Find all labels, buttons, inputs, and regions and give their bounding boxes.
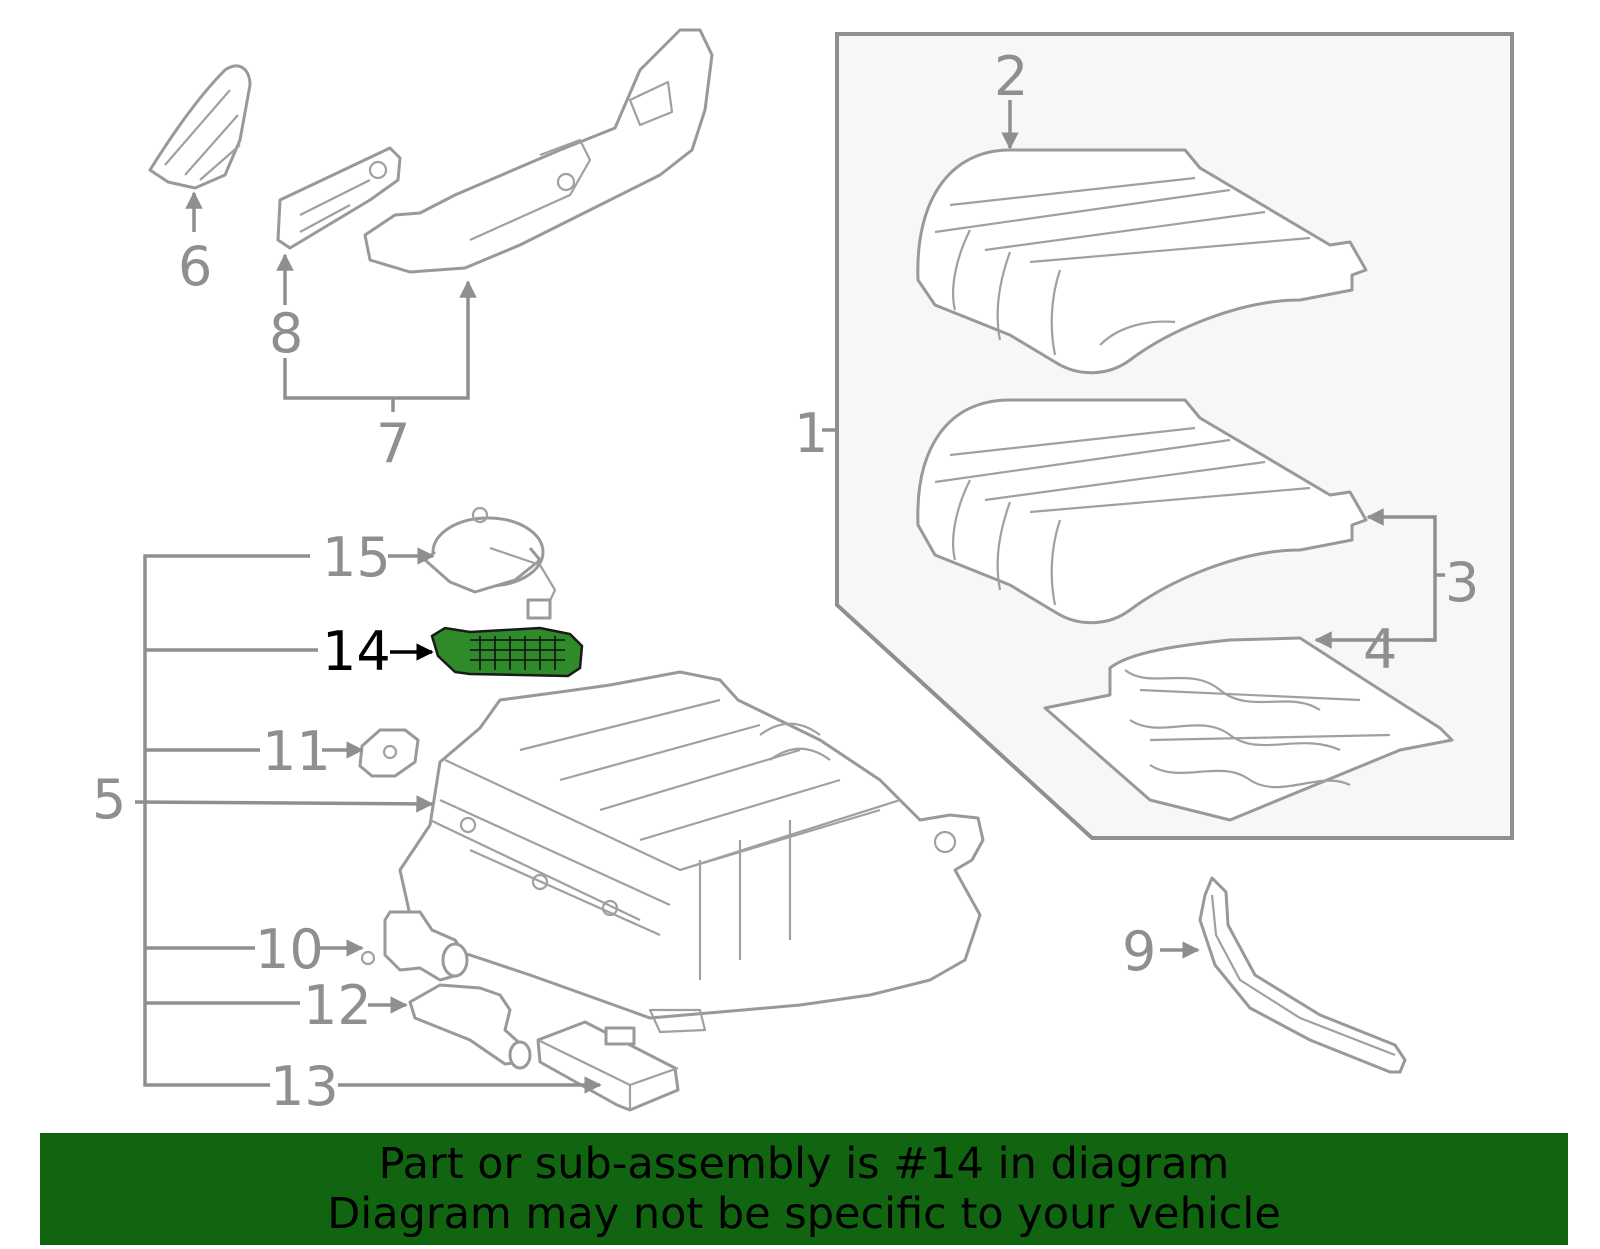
banner-line-1: Part or sub-assembly is #14 in diagram [378, 1139, 1230, 1189]
motor-part-10 [360, 910, 469, 982]
side-shield-part [363, 28, 714, 274]
callout-9: 9 [1122, 920, 1156, 983]
seat-heater-part [1043, 636, 1454, 822]
trim-strip-part [1198, 876, 1407, 1074]
callout-1: 1 [794, 402, 828, 465]
callout-14: 14 [322, 620, 391, 683]
callout-6: 6 [178, 235, 212, 298]
callout-15: 15 [322, 526, 391, 589]
callout-labels: 1 2 3 4 5 6 7 8 9 10 11 12 13 14 15 [92, 45, 1479, 1118]
motor-part-15 [423, 506, 557, 620]
callout-5: 5 [92, 768, 126, 831]
callout-7: 7 [376, 412, 410, 475]
leader-lines [134, 100, 1445, 1094]
callout-10: 10 [255, 918, 324, 981]
callout-8: 8 [269, 302, 303, 365]
cushion-pad-part [916, 398, 1368, 625]
seat-cover-part [916, 148, 1368, 375]
callout-11: 11 [262, 720, 331, 783]
info-banner: Part or sub-assembly is #14 in diagram D… [40, 1133, 1568, 1245]
banner-line-2: Diagram may not be specific to your vehi… [327, 1189, 1281, 1239]
seat-frame-part [398, 670, 985, 1034]
bracket-part [276, 146, 402, 250]
module-box-part-13 [536, 1020, 680, 1112]
callout-4: 4 [1363, 618, 1397, 681]
motor-part-12 [408, 983, 532, 1070]
sensor-part-11 [358, 728, 420, 778]
trim-cap-part [148, 64, 252, 190]
callout-3: 3 [1445, 551, 1479, 614]
callout-13: 13 [270, 1055, 339, 1118]
control-module-part-14 [430, 626, 584, 678]
callout-2: 2 [994, 45, 1028, 108]
callout-12: 12 [303, 974, 372, 1037]
